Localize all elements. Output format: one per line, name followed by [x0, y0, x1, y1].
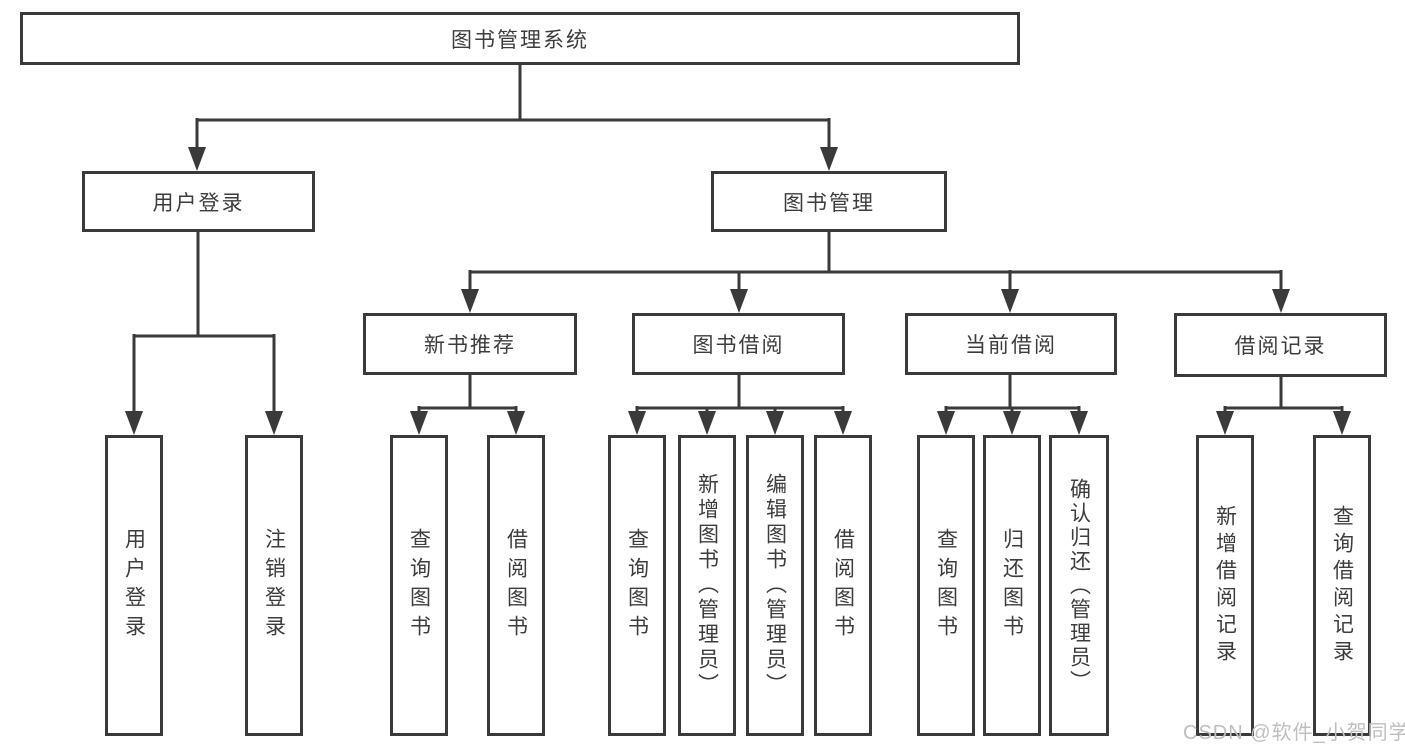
arrow-down-icon — [1070, 411, 1088, 435]
leaf-edit-book-admin: 编辑图书（管理员） — [746, 435, 804, 736]
arrow-down-icon — [1216, 411, 1234, 435]
leaf-query-books: 查询图书 — [390, 435, 448, 736]
leaf-query-books: 查询图书 — [917, 435, 975, 736]
arrow-down-icon — [461, 289, 479, 313]
connector-book-mgmt-to-level3 — [461, 231, 1290, 313]
leaf-return-books: 归还图书 — [983, 435, 1041, 736]
connector-book-borrow-to-leaves — [628, 374, 852, 435]
arrow-down-icon — [265, 411, 283, 435]
arrow-down-icon — [628, 411, 646, 435]
connector-root-to-level2 — [188, 64, 838, 171]
arrow-down-icon — [1001, 289, 1019, 313]
csdn-watermark: CSDN @软件_小贺同学 — [1183, 722, 1405, 744]
leaf-confirm-return-admin: 确认归还（管理员） — [1049, 435, 1109, 736]
arrow-down-icon — [820, 147, 838, 171]
arrow-down-icon — [125, 411, 143, 435]
node-user-login: 用户登录 — [82, 171, 315, 232]
arrow-down-icon — [937, 411, 955, 435]
arrow-down-icon — [730, 289, 748, 313]
leaf-add-borrow-record: 新增借阅记录 — [1196, 435, 1254, 736]
node-book-management: 图书管理 — [711, 171, 947, 232]
node-book-borrowing: 图书借阅 — [632, 313, 845, 375]
leaf-query-borrow-record: 查询借阅记录 — [1313, 435, 1371, 736]
node-root-library-system: 图书管理系统 — [20, 12, 1020, 65]
arrow-down-icon — [188, 147, 206, 171]
arrow-down-icon — [410, 411, 428, 435]
connector-borrow-records-to-leaves — [1216, 376, 1351, 435]
node-current-borrowing: 当前借阅 — [905, 313, 1117, 375]
leaf-logout: 注销登录 — [245, 435, 303, 736]
connector-new-book-rec-to-leaves — [410, 374, 525, 435]
arrow-down-icon — [698, 411, 716, 435]
arrow-down-icon — [1003, 411, 1021, 435]
arrow-down-icon — [834, 411, 852, 435]
leaf-user-login: 用户登录 — [105, 435, 163, 736]
arrow-down-icon — [766, 411, 784, 435]
leaf-add-book-admin: 新增图书（管理员） — [678, 435, 736, 736]
leaf-borrow-books: 借阅图书 — [814, 435, 872, 736]
arrow-down-icon — [1333, 411, 1351, 435]
node-borrowing-records: 借阅记录 — [1174, 313, 1387, 377]
leaf-query-books: 查询图书 — [608, 435, 666, 736]
connector-current-borrow-to-leaves — [937, 374, 1088, 435]
arrow-down-icon — [507, 411, 525, 435]
arrow-down-icon — [1272, 289, 1290, 313]
connector-user-login-to-leaves — [125, 231, 283, 435]
node-new-book-recommend: 新书推荐 — [363, 313, 577, 375]
leaf-borrow-books: 借阅图书 — [487, 435, 545, 736]
